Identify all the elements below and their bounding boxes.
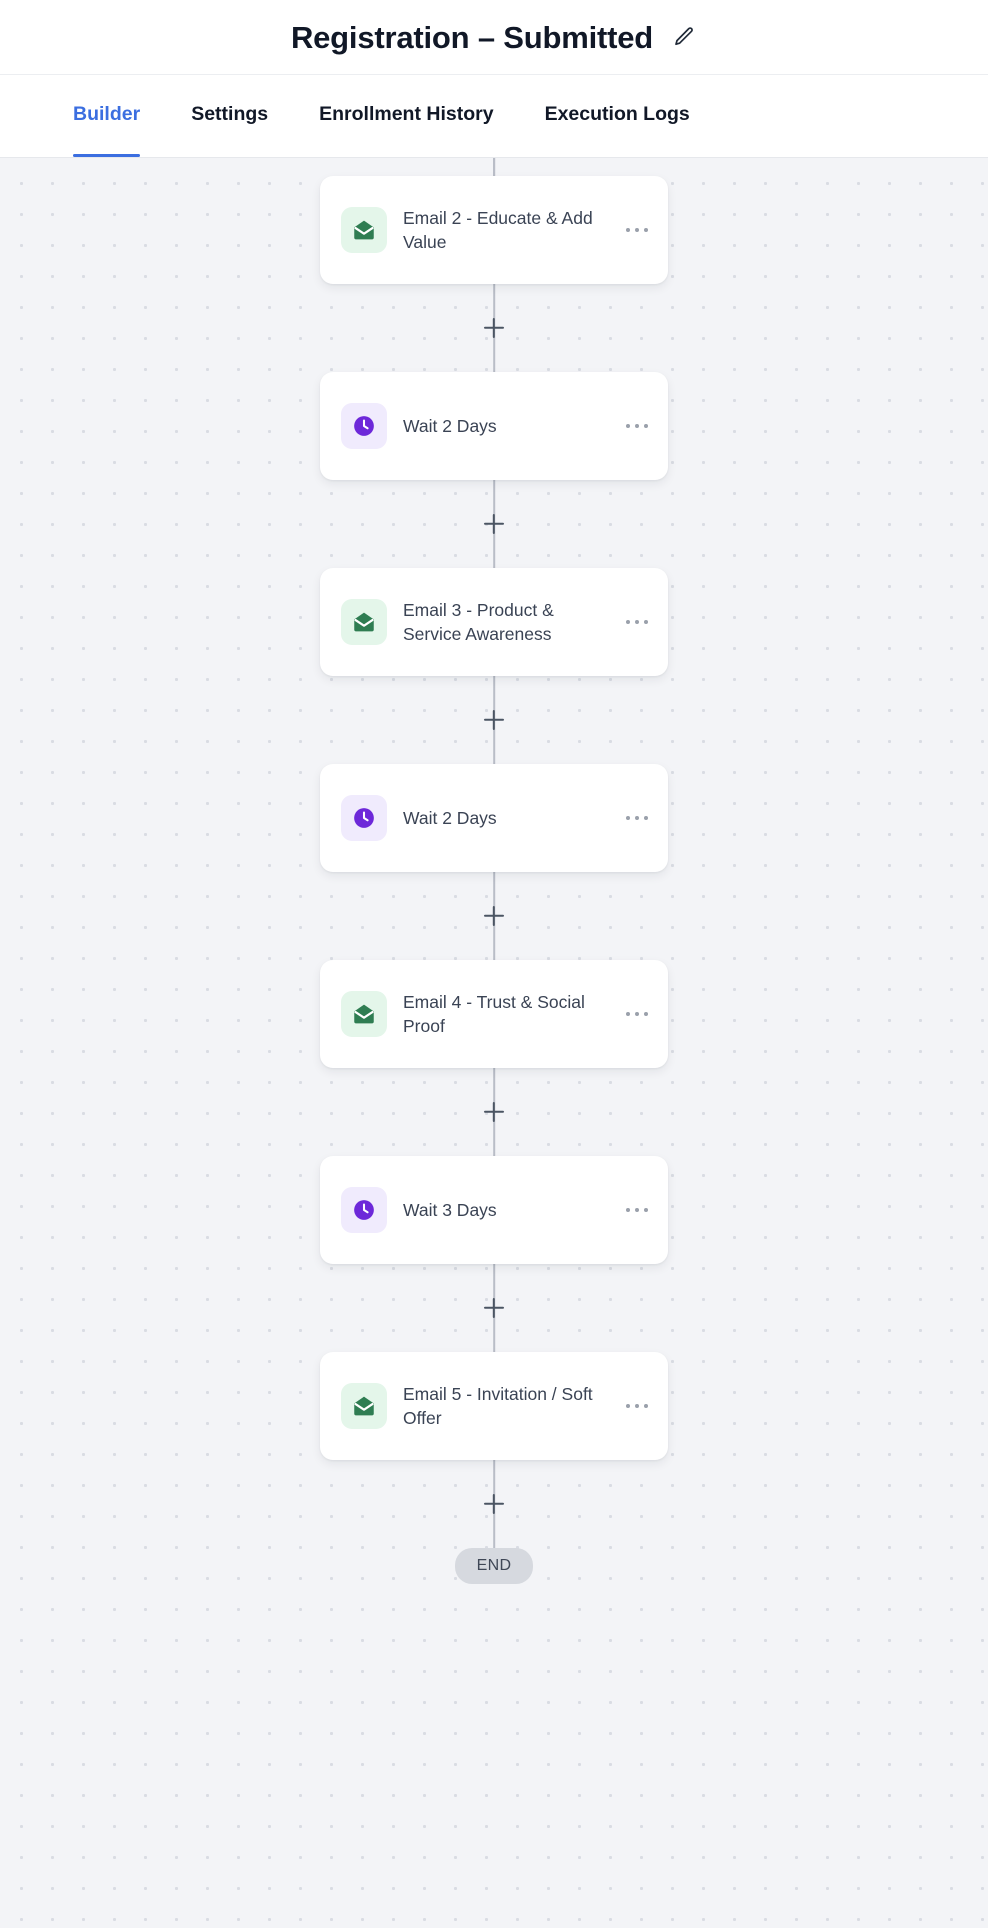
flow-connector xyxy=(0,676,988,764)
flow-connector xyxy=(0,480,988,568)
flow-node-label: Email 2 - Educate & Add Value xyxy=(403,207,593,252)
flow-top-stub xyxy=(493,158,495,176)
flow-node-email[interactable]: Email 5 - Invitation / Soft Offer xyxy=(320,1352,668,1460)
flow-node-label: Wait 2 Days xyxy=(403,807,497,828)
ellipsis-icon[interactable] xyxy=(620,1193,654,1227)
add-step-button[interactable] xyxy=(481,707,507,733)
flow-node-wait[interactable]: Wait 2 Days xyxy=(320,764,668,872)
end-badge[interactable]: END xyxy=(454,1548,534,1584)
ellipsis-icon[interactable] xyxy=(620,409,654,443)
envelope-icon xyxy=(341,599,387,645)
flow-node-label: Email 4 - Trust & Social Proof xyxy=(403,991,585,1036)
flow-node-label: Email 5 - Invitation / Soft Offer xyxy=(403,1383,593,1428)
add-step-button[interactable] xyxy=(481,511,507,537)
tab-builder[interactable]: Builder xyxy=(73,75,141,157)
add-step-button[interactable] xyxy=(481,1295,507,1321)
flow-end-wrapper: END xyxy=(454,1548,534,1624)
flow-node-email[interactable]: Email 3 - Product & Service Awareness xyxy=(320,568,668,676)
flow-node-label: Wait 3 Days xyxy=(403,1199,497,1220)
add-step-button[interactable] xyxy=(481,1491,507,1517)
flow-node-wait[interactable]: Wait 3 Days xyxy=(320,1156,668,1264)
tab-execution-logs[interactable]: Execution Logs xyxy=(545,75,690,157)
flow-connector xyxy=(0,1068,988,1156)
flow-connector xyxy=(0,284,988,372)
flow-node-wait[interactable]: Wait 2 Days xyxy=(320,372,668,480)
add-step-button[interactable] xyxy=(481,1099,507,1125)
flow-connector xyxy=(0,1264,988,1352)
flow-node-email[interactable]: Email 2 - Educate & Add Value xyxy=(320,176,668,284)
add-step-button[interactable] xyxy=(481,903,507,929)
pencil-icon[interactable] xyxy=(671,24,697,50)
envelope-icon xyxy=(341,1383,387,1429)
page-title: Registration – Submitted xyxy=(290,19,654,55)
envelope-icon xyxy=(341,207,387,253)
ellipsis-icon[interactable] xyxy=(620,997,654,1031)
tab-settings[interactable]: Settings xyxy=(191,75,268,157)
page-header: Registration – Submitted xyxy=(0,0,988,74)
flow-connector xyxy=(0,1460,988,1548)
clock-icon xyxy=(341,403,387,449)
tab-bar: Builder Settings Enrollment History Executi… xyxy=(0,74,988,158)
clock-icon xyxy=(341,795,387,841)
flow-connector xyxy=(0,872,988,960)
envelope-icon xyxy=(341,991,387,1037)
ellipsis-icon[interactable] xyxy=(620,1389,654,1423)
ellipsis-icon[interactable] xyxy=(620,605,654,639)
clock-icon xyxy=(341,1187,387,1233)
add-step-button[interactable] xyxy=(481,315,507,341)
flow-node-label: Email 3 - Product & Service Awareness xyxy=(403,599,554,644)
ellipsis-icon[interactable] xyxy=(620,801,654,835)
flow-node-email[interactable]: Email 4 - Trust & Social Proof xyxy=(320,960,668,1068)
ellipsis-icon[interactable] xyxy=(620,213,654,247)
flow-node-label: Wait 2 Days xyxy=(403,415,497,436)
tab-enrollment-history[interactable]: Enrollment History xyxy=(319,75,493,157)
